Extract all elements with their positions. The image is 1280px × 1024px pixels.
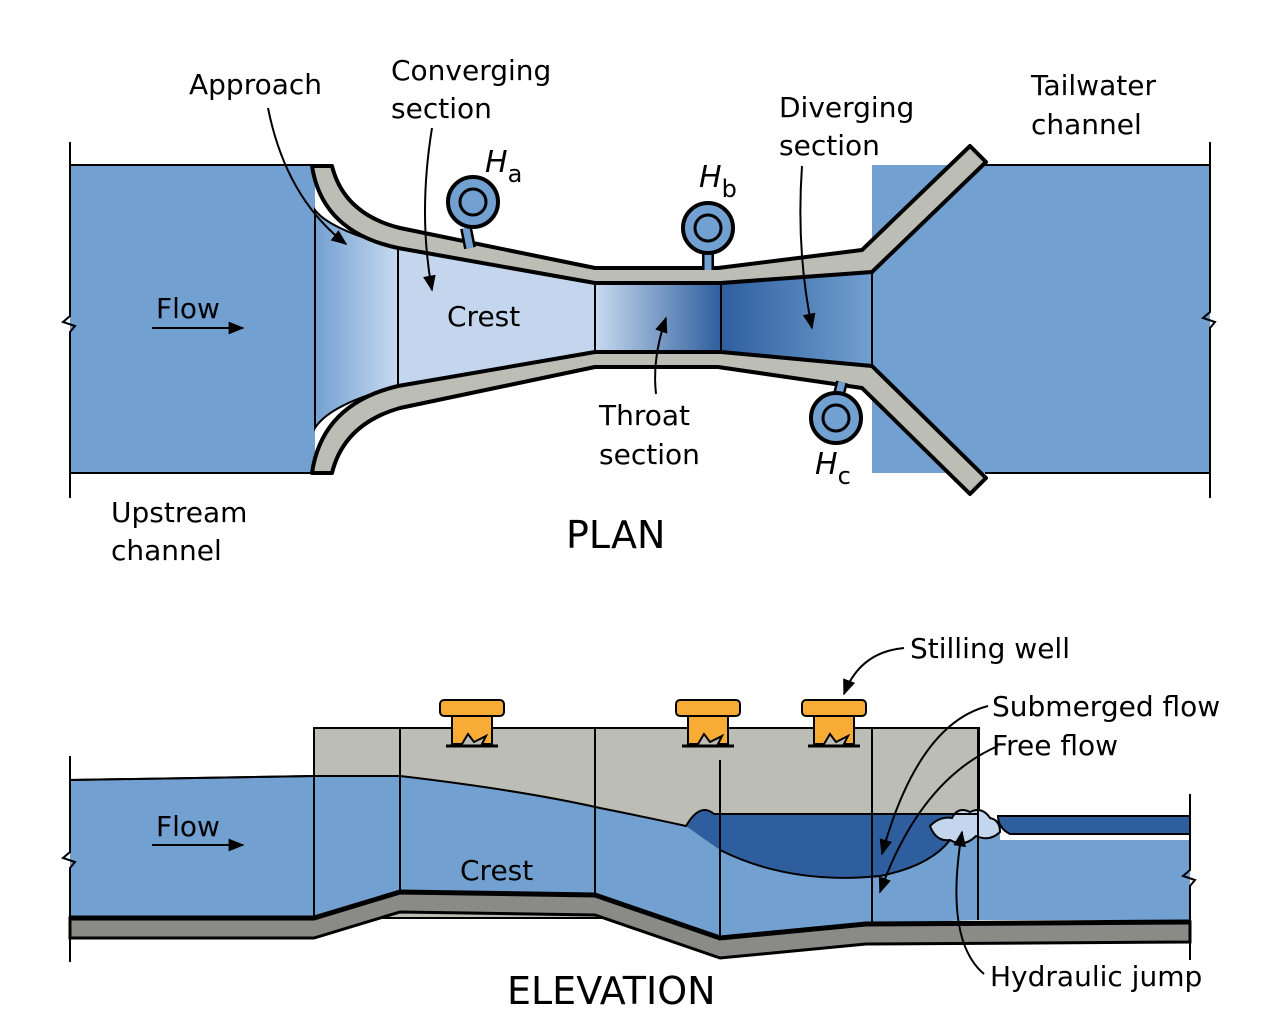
free-flow-label: Free flow <box>992 729 1118 762</box>
elevation-title: ELEVATION <box>507 969 716 1013</box>
converging-label-line1: Converging <box>391 54 551 87</box>
stilling-well-label: Stilling well <box>910 632 1070 665</box>
submerged-flow-label: Submerged flow <box>992 690 1220 723</box>
gauge-hc-label: Hc <box>815 447 851 490</box>
stilling-well-3 <box>801 699 867 748</box>
plan-title: PLAN <box>566 513 665 557</box>
diverging-water <box>720 270 873 368</box>
elev-crest-label: Crest <box>460 854 533 887</box>
stilling-well-arrow <box>843 647 905 696</box>
elevation-view: Flow Crest Stilling well Submerged flow … <box>61 632 1220 1013</box>
tailwater-dark-surface <box>996 815 1191 835</box>
diverging-label-line2: section <box>779 129 880 162</box>
plan-flow-label: Flow <box>156 292 220 325</box>
throat-label-line2: section <box>599 438 700 471</box>
converging-arrow <box>423 127 436 292</box>
elev-tailwater-break <box>1181 794 1197 960</box>
upstream-label-line2: channel <box>111 534 222 567</box>
hydraulic-jump-arrow <box>953 830 985 975</box>
plan-view: Approach Converging section Diverging se… <box>61 54 1217 567</box>
lower-wall <box>310 350 988 496</box>
gauge-ha-label: Ha <box>485 145 522 188</box>
hydraulic-jump-foam <box>928 809 1002 845</box>
tailwater-label-line2: channel <box>1031 108 1142 141</box>
hydraulic-jump-label: Hydraulic jump <box>990 960 1202 993</box>
stilling-well-1 <box>439 699 505 748</box>
plan-crest-label: Crest <box>447 300 520 333</box>
diverging-label-line1: Diverging <box>779 91 914 124</box>
free-flow-surface <box>69 775 978 828</box>
gauge-hb-label: Hb <box>699 160 737 203</box>
throat-arrow <box>654 316 668 395</box>
tailwater-break-line <box>1201 142 1217 498</box>
upper-wall <box>310 144 988 285</box>
approach-arrow <box>267 107 348 245</box>
gauge-ha <box>446 175 500 250</box>
upstream-channel-water <box>70 165 315 473</box>
free-flow-arrow <box>878 745 999 894</box>
submerged-flow-water <box>686 810 978 878</box>
tailwater-label-line1: Tailwater <box>1030 69 1156 102</box>
stilling-well-2 <box>675 699 741 748</box>
gauge-hc <box>809 380 863 445</box>
converging-label-line2: section <box>391 92 492 125</box>
elevation-water <box>70 776 1190 938</box>
submerged-flow-arrow <box>879 705 989 856</box>
floor-top-line <box>70 889 1191 941</box>
upstream-label-line1: Upstream <box>111 496 247 529</box>
free-flow-curve <box>719 839 951 879</box>
elev-upstream-top <box>69 775 315 781</box>
elev-flow-label: Flow <box>156 810 220 843</box>
elev-upstream-break <box>61 756 77 962</box>
diverging-arrow <box>799 165 816 330</box>
throat-water <box>594 282 722 353</box>
upstream-break-line <box>61 142 77 498</box>
throat-label-line1: Throat <box>598 399 690 432</box>
approach-label: Approach <box>189 68 322 101</box>
gauge-hb <box>681 201 735 270</box>
